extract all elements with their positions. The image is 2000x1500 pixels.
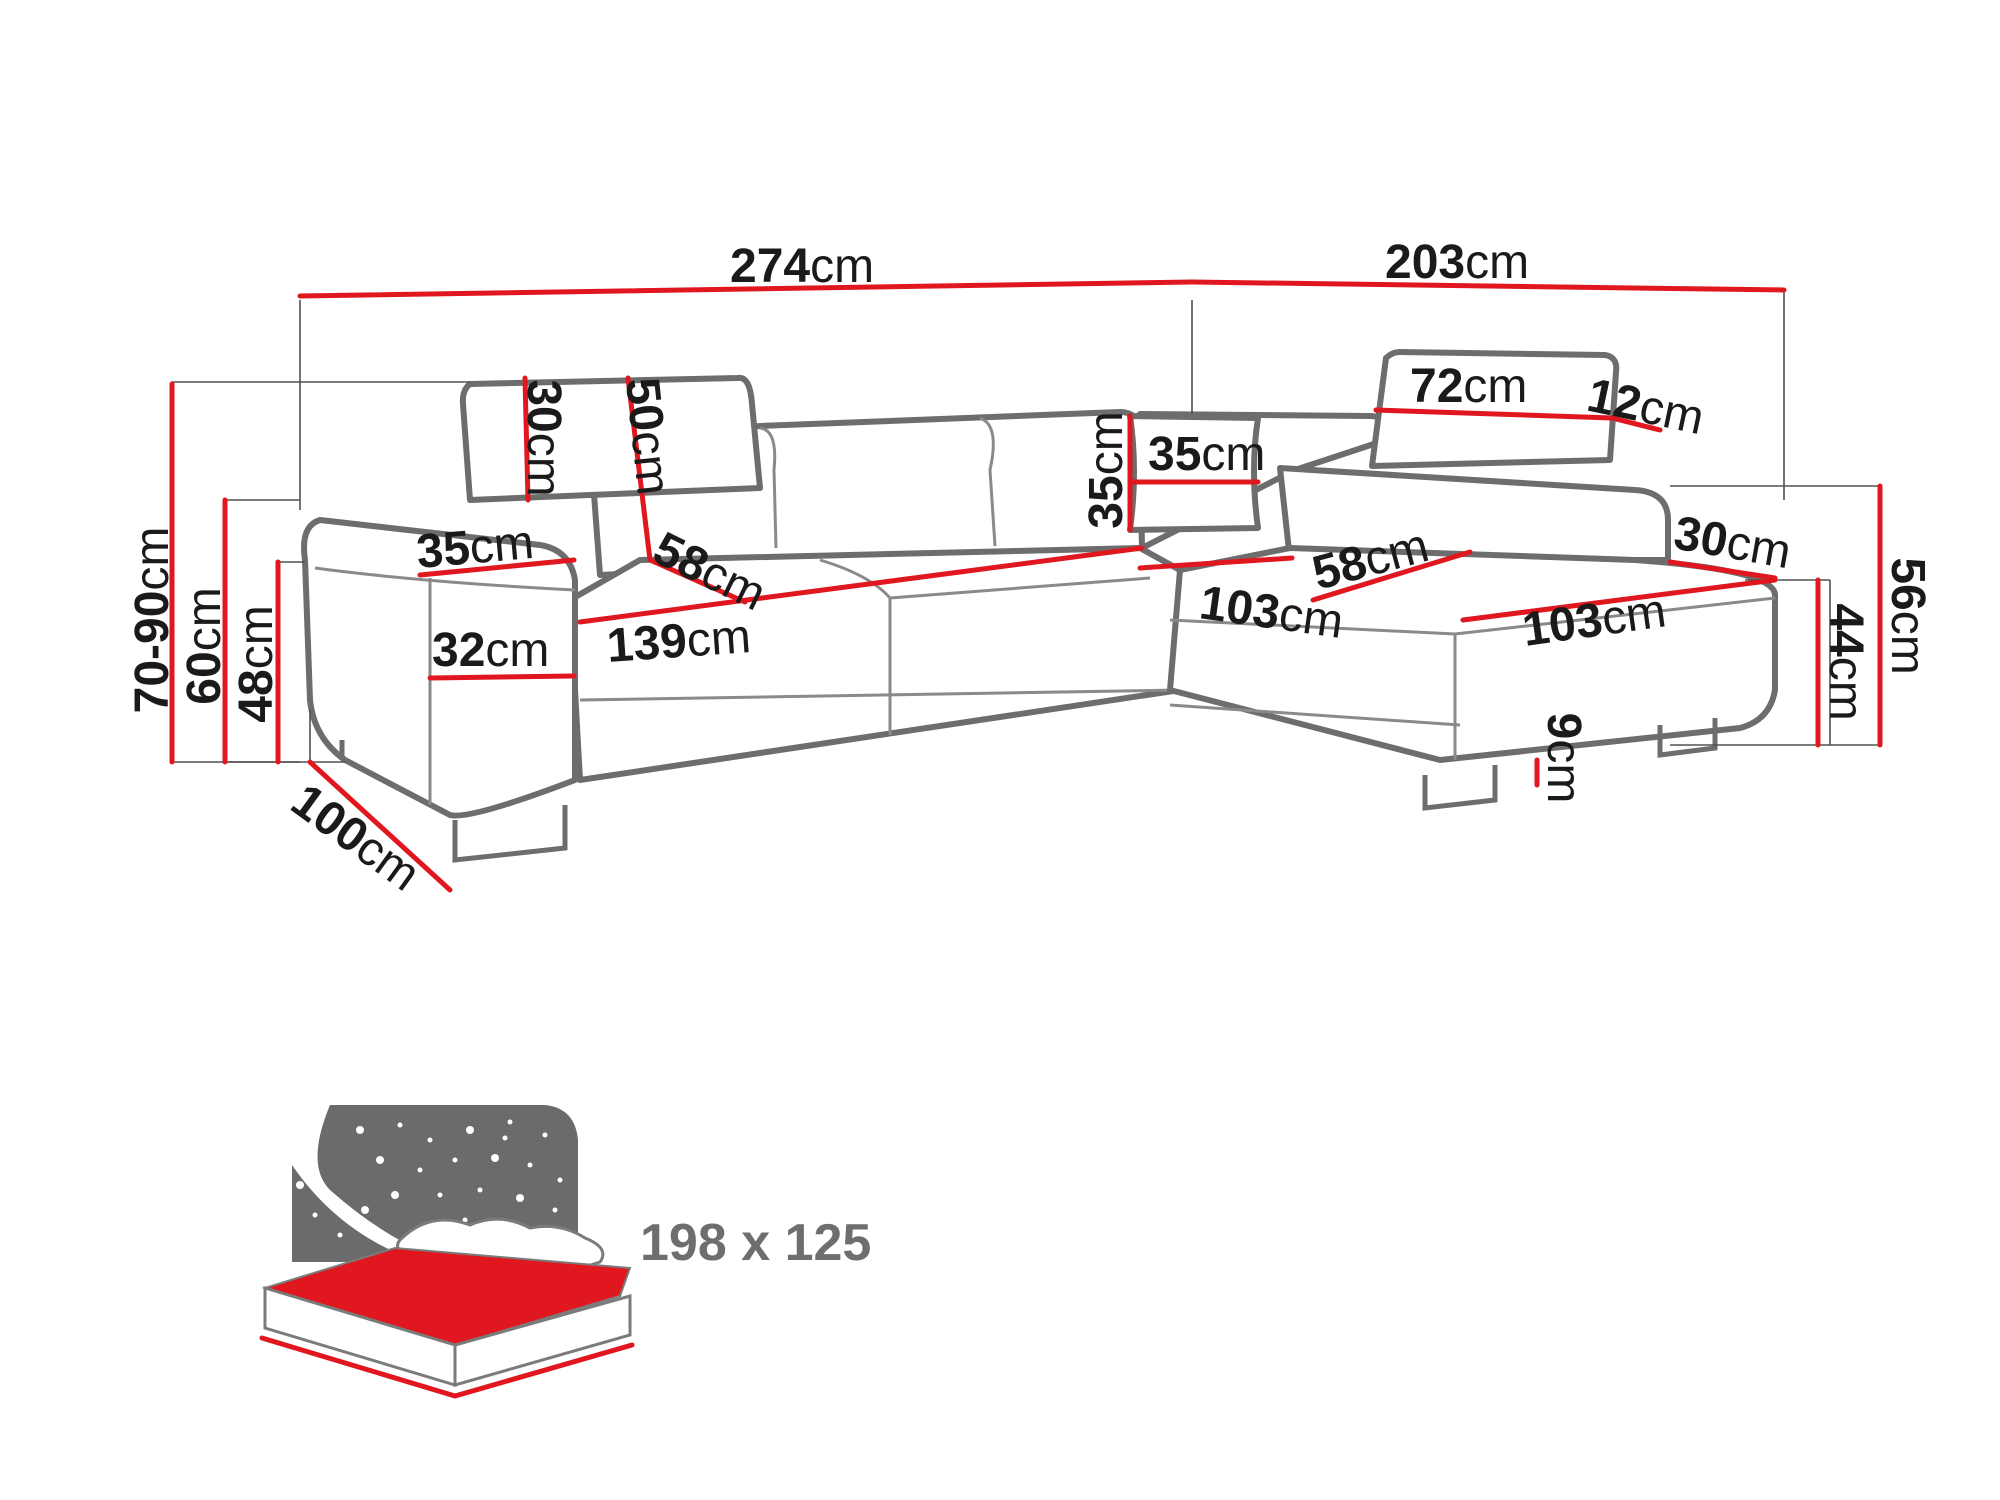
star-icon (397, 1122, 403, 1128)
chaise-seat (1167, 545, 1778, 763)
night-sky-lower-icon (292, 1165, 420, 1262)
star-icon (527, 1162, 533, 1168)
label-leg-height: 9cm (1537, 713, 1590, 804)
throw-pillow (1127, 413, 1261, 533)
star-icon (391, 1191, 399, 1199)
bed-function-icon: 198 x 125 (259, 1105, 871, 1399)
leg (452, 805, 568, 863)
right-backrest (1277, 465, 1671, 563)
dimension-labels: 274cm 203cm 70-90cm 60cm 48cm 30cm 50cm … (126, 236, 1934, 902)
star-icon (466, 1126, 474, 1134)
label-armrest-thickness: 32cm (432, 624, 549, 677)
sofa-drawing (301, 349, 1778, 863)
right-headrest (1369, 349, 1620, 469)
label-headrest-width: 72cm (1410, 360, 1527, 413)
star-icon (337, 1232, 343, 1238)
left-armrest (301, 517, 578, 819)
label-chaise-width-front: 103cm (1196, 576, 1346, 649)
label-armrest-width: 35cm (414, 516, 536, 579)
label-chaise-width-side: 103cm (1519, 584, 1669, 657)
guide-lines (172, 292, 1880, 763)
star-icon (491, 1154, 499, 1162)
star-icon (477, 1187, 483, 1193)
star-icon (376, 1156, 384, 1164)
left-headrest (459, 374, 763, 503)
label-armrest-height: 60cm (178, 587, 231, 704)
star-icon (552, 1207, 558, 1213)
star-icon (542, 1132, 548, 1138)
leg (1657, 718, 1718, 758)
star-icon (427, 1137, 433, 1143)
label-seat-width: 139cm (605, 610, 752, 673)
stars-icon (296, 1119, 563, 1243)
label-chaise-back-depth: 30cm (1670, 507, 1795, 580)
star-icon (516, 1194, 524, 1202)
dimension-lines (169, 279, 1883, 893)
star-icon (356, 1126, 364, 1134)
label-chaise-back-height: 56cm (1881, 557, 1934, 674)
star-icon (437, 1192, 443, 1198)
label-seat-height-left: 48cm (230, 605, 283, 722)
label-chaise-seat-height: 44cm (1819, 603, 1872, 720)
mattress-side-icon (453, 1294, 632, 1387)
label-total-width-right: 203cm (1385, 236, 1529, 289)
label-pillow-height: 35cm (1080, 411, 1133, 528)
label-headrest-depth: 12cm (1583, 369, 1709, 445)
star-icon (557, 1177, 563, 1183)
star-icon (507, 1119, 513, 1125)
label-headrest-height: 30cm (517, 379, 570, 496)
star-icon (296, 1181, 304, 1189)
label-total-width-left: 274cm (730, 240, 874, 293)
label-height-range: 70-90cm (126, 527, 179, 714)
label-pillow-width: 35cm (1148, 428, 1265, 481)
bed-size-label: 198 x 125 (640, 1214, 871, 1272)
star-icon (417, 1167, 423, 1173)
star-icon (502, 1135, 508, 1141)
star-icon (361, 1206, 369, 1214)
star-icon (312, 1212, 318, 1218)
star-icon (452, 1157, 458, 1163)
leg (1422, 765, 1498, 811)
star-icon (462, 1217, 468, 1223)
label-backrest-height: 50cm (615, 375, 680, 497)
